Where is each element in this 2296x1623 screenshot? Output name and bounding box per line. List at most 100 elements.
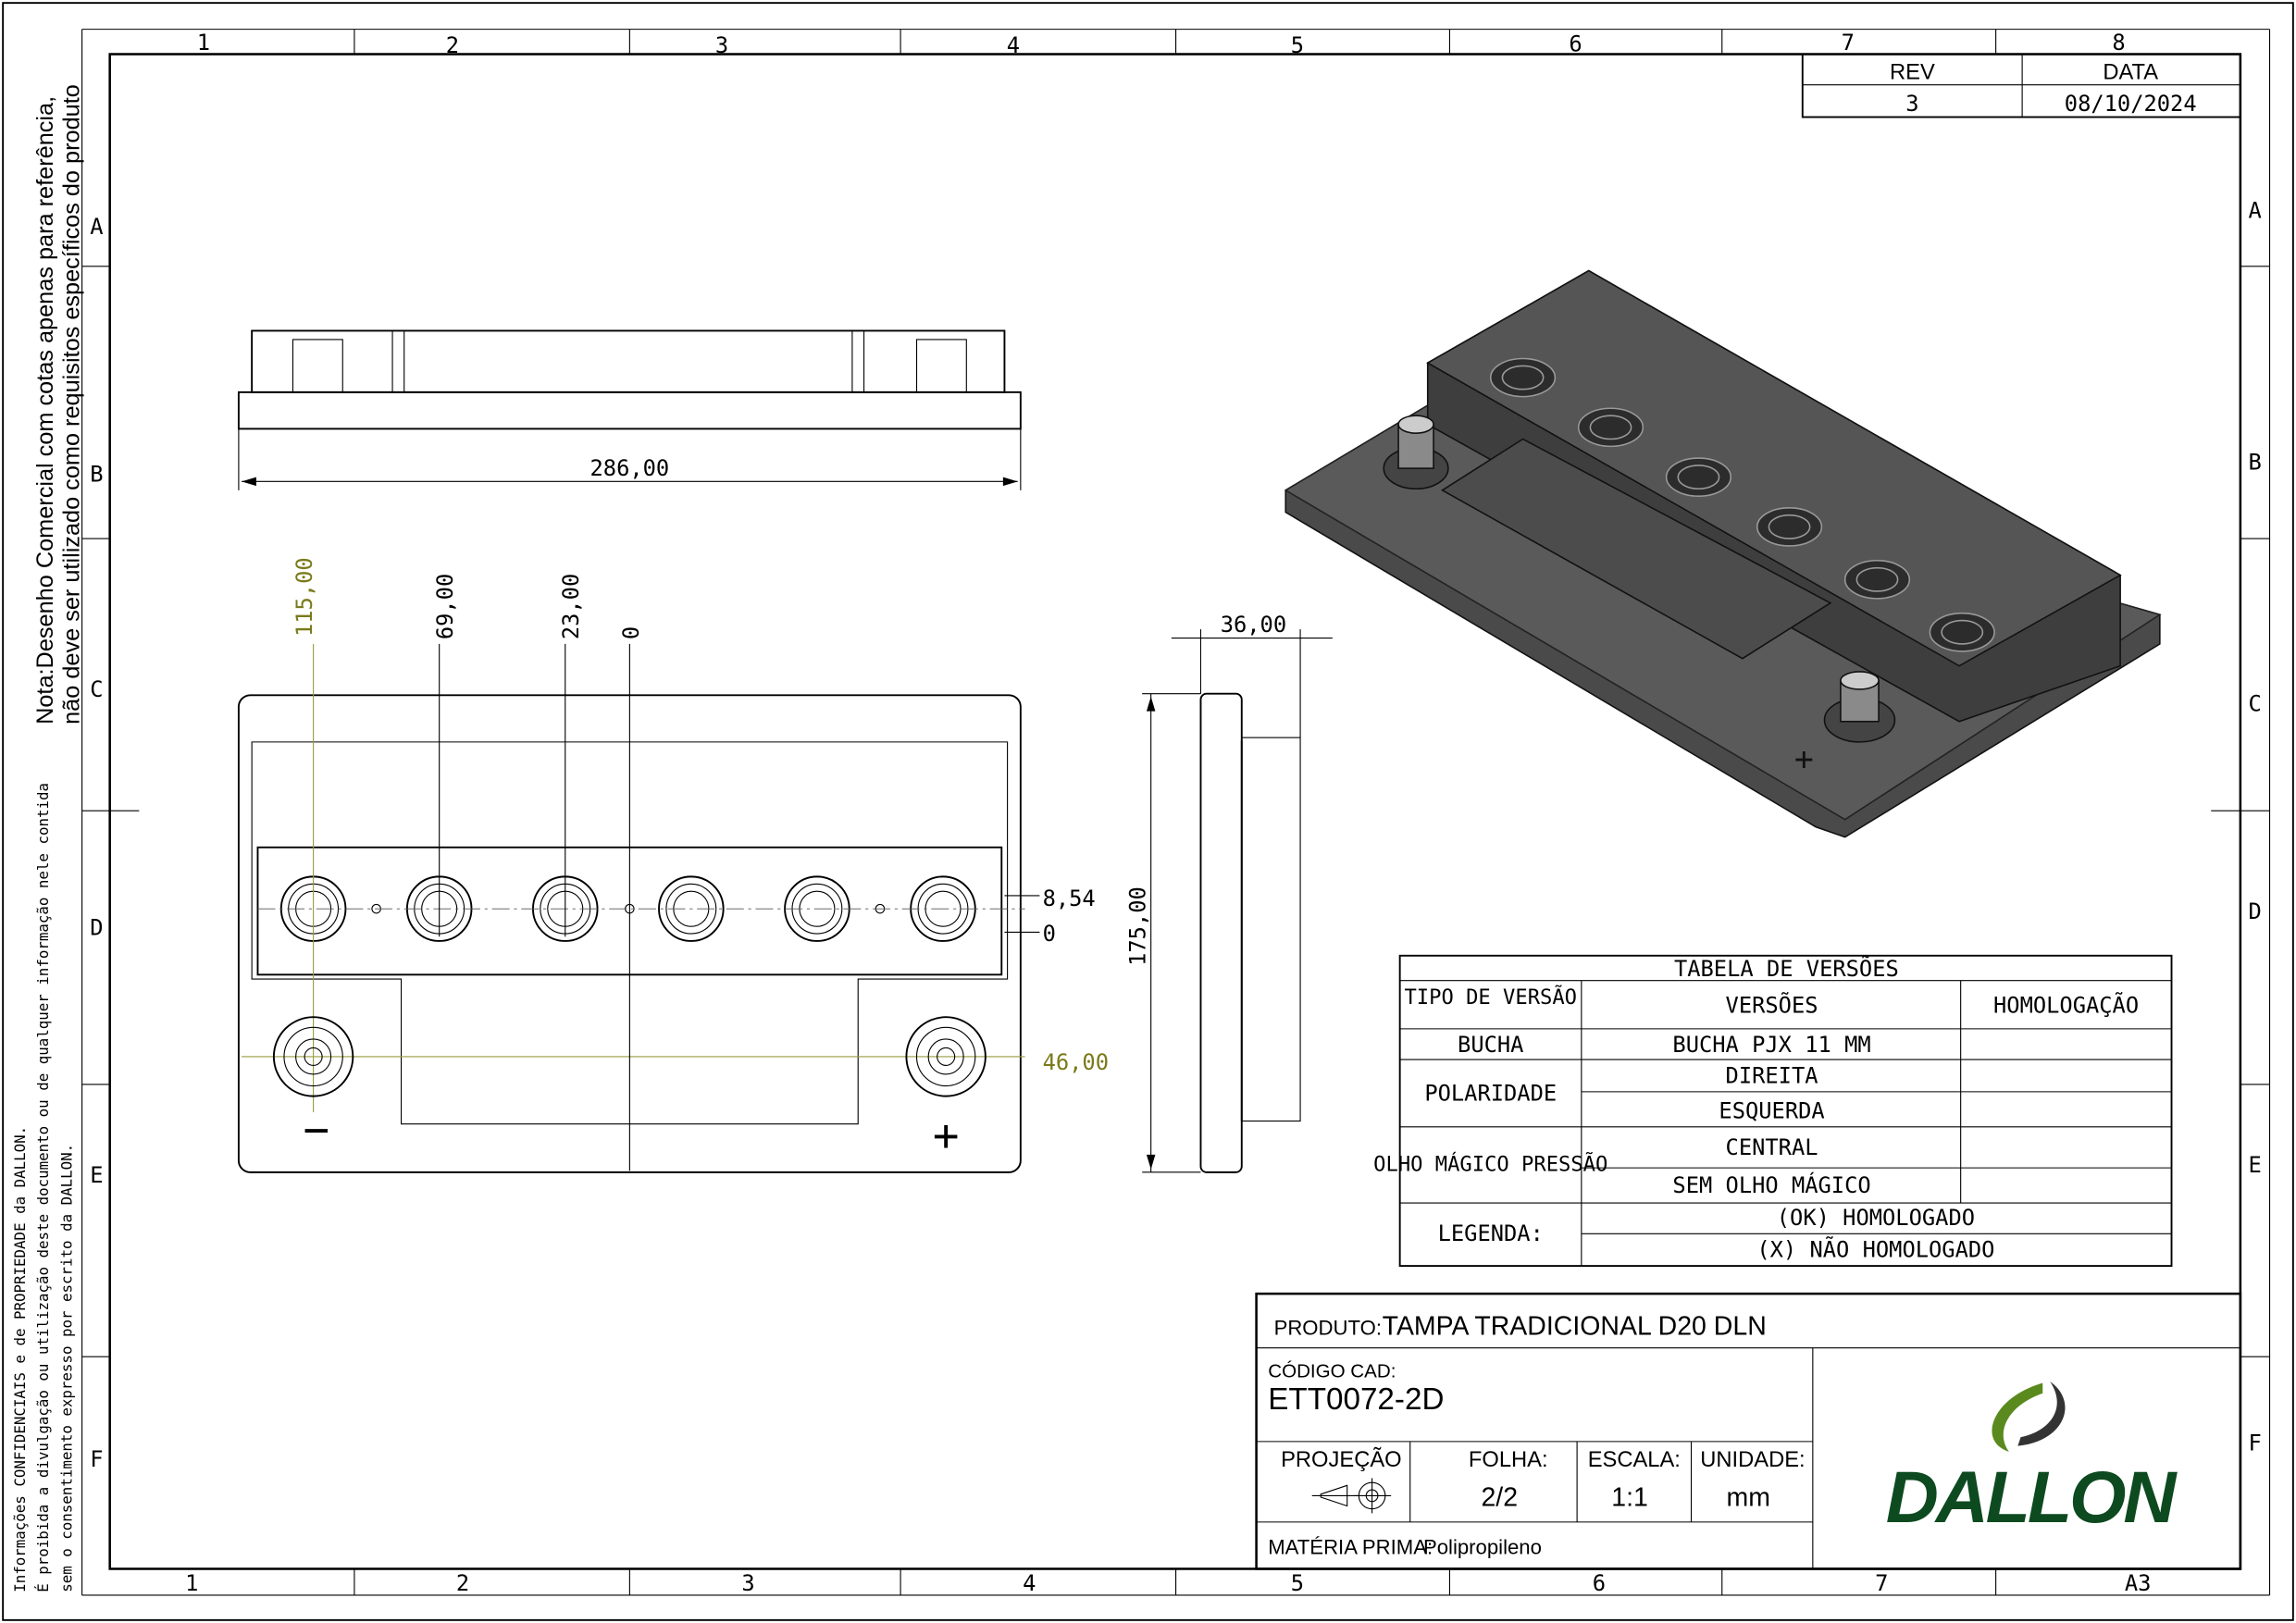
iso-vent-hole [1501, 365, 1545, 390]
side-note: Nota:Desenho Comercial com cotas apenas … [32, 84, 84, 725]
note-line-2: não deve ser utilizado como requisitos e… [58, 84, 84, 725]
version-central: CENTRAL [1726, 1134, 1818, 1160]
type-olho-magico: OLHO MÁGICO PRESSÃO [1373, 1150, 1607, 1176]
iso-positive-mark: + [1794, 741, 1814, 778]
header-versions: VERSÕES [1726, 991, 1818, 1018]
sheet-value: 2/2 [1481, 1482, 1518, 1512]
sheet-label: FOLHA: [1469, 1448, 1548, 1472]
zone-row-f-right: F [2249, 1430, 2262, 1456]
zone-labels: 1 2 3 4 5 6 7 8 1 2 3 4 5 6 7 A3 A B C D… [90, 30, 2262, 1596]
product-name: TAMPA TRADICIONAL D20 DLN [1383, 1311, 1767, 1341]
zone-col-7: 7 [1842, 30, 1855, 56]
material-label: MATÉRIA PRIMA: [1268, 1536, 1433, 1559]
confidential-line-3: sem o consentimento expresso por escrito… [58, 1144, 76, 1592]
zone-col-8: 8 [2112, 30, 2125, 56]
dim-y-0: 0 [1043, 921, 1056, 947]
side-view: 36,00 175,00 [1124, 612, 1333, 1173]
confidential-line-1: Informações CONFIDENCIAIS e de PROPRIEDA… [11, 1126, 29, 1592]
zone-dividers [81, 29, 2271, 1596]
note-line-1: Nota:Desenho Comercial com cotas apenas … [32, 96, 58, 725]
iso-terminal-negative [1383, 415, 1449, 490]
dim-x-115: 115,00 [292, 557, 317, 637]
legend-x: (X) NÃO HOMOLOGADO [1756, 1237, 1994, 1263]
type-legenda: LEGENDA: [1438, 1220, 1544, 1246]
zone-col-b2: 2 [456, 1570, 469, 1596]
title-block: PRODUTO: TAMPA TRADICIONAL D20 DLN CÓDIG… [1255, 1292, 2242, 1570]
unit-value: mm [1727, 1482, 1770, 1512]
zone-col-2: 2 [446, 32, 459, 58]
revision-table: REV DATA 3 08/10/2024 [1801, 53, 2241, 118]
version-esquerda: ESQUERDA [1719, 1097, 1824, 1123]
dim-y-46: 46,00 [1043, 1049, 1109, 1075]
zone-row-a: A [90, 214, 103, 240]
top-view: 286,00 [237, 329, 1022, 490]
code-label: CÓDIGO CAD: [1268, 1360, 1396, 1381]
zone-row-b: B [90, 461, 103, 487]
zone-col-b4: 4 [1023, 1570, 1036, 1596]
versions-table-title: TABELA DE VERSÕES [1674, 955, 1899, 982]
type-bucha: BUCHA [1458, 1032, 1523, 1058]
versions-table: TABELA DE VERSÕES TIPO DE VERSÃO VERSÕES… [1373, 954, 2173, 1268]
material-value: Polipropileno [1423, 1536, 1542, 1559]
dallon-logo: DALLON [1886, 1381, 2181, 1538]
zone-col-6: 6 [1569, 31, 1582, 56]
cell-vent-hole [665, 883, 717, 935]
zone-row-a-right: A [2249, 198, 2262, 224]
zone-col-b7: 7 [1875, 1570, 1888, 1596]
iso-vent-hole [1855, 566, 1899, 592]
zone-col-b6: 6 [1593, 1570, 1606, 1596]
date-value: 08/10/2024 [2065, 91, 2197, 117]
iso-vent-hole [1768, 514, 1811, 539]
positive-mark: + [933, 1110, 960, 1161]
first-angle-projection-icon [1311, 1478, 1392, 1514]
zone-col-b3: 3 [741, 1570, 754, 1596]
zone-row-e-right: E [2249, 1152, 2262, 1178]
legend-ok: (OK) HOMOLOGADO [1777, 1205, 1975, 1231]
svg-text:DALLON: DALLON [1886, 1456, 2178, 1538]
cell-vent-hole [658, 875, 725, 942]
zone-row-b-right: B [2249, 450, 2262, 476]
zone-col-4: 4 [1007, 32, 1020, 58]
zone-row-f: F [90, 1446, 103, 1472]
zone-col-3: 3 [715, 32, 728, 58]
zone-col-1: 1 [197, 30, 210, 56]
sheet-size: A3 [2125, 1570, 2152, 1596]
version-bucha-pjx: BUCHA PJX 11 MM [1672, 1032, 1870, 1058]
dim-x-23: 23,00 [558, 574, 584, 639]
scale-value: 1:1 [1611, 1482, 1648, 1512]
iso-terminal-positive [1823, 671, 1896, 743]
rev-value: 3 [1905, 91, 1918, 117]
zone-row-e: E [90, 1162, 103, 1188]
inner-frame [108, 53, 2242, 1570]
type-polaridade: POLARIDADE [1424, 1080, 1557, 1106]
confidential-line-2: É proibida a divulgação ou utilização de… [34, 783, 52, 1592]
date-label: DATA [2103, 60, 2158, 84]
terminal-negative [272, 1016, 354, 1097]
zone-col-b1: 1 [185, 1570, 198, 1596]
confidential-notice: Informações CONFIDENCIAIS e de PROPRIEDA… [11, 783, 76, 1592]
zone-row-c-right: C [2249, 691, 2262, 717]
iso-vent-hole [1941, 619, 1984, 645]
dim-x-69: 69,00 [432, 574, 458, 639]
unit-label: UNIDADE: [1700, 1448, 1805, 1472]
scale-label: ESCALA: [1588, 1448, 1681, 1472]
projection-label: PROJEÇÃO [1281, 1447, 1402, 1472]
product-label: PRODUTO: [1274, 1316, 1382, 1339]
code-value: ETT0072-2D [1268, 1382, 1444, 1417]
dim-depth: 36,00 [1221, 612, 1286, 638]
terminal-positive [905, 1016, 987, 1097]
dim-width: 286,00 [590, 455, 670, 481]
iso-vent-hole [1677, 465, 1720, 490]
isometric-view: + [1284, 269, 2162, 838]
dim-x-0: 0 [618, 626, 644, 639]
zone-row-d: D [90, 915, 103, 941]
negative-mark: − [303, 1105, 329, 1156]
zone-col-5: 5 [1291, 32, 1304, 58]
zone-row-c: C [90, 676, 103, 702]
zone-col-b5: 5 [1291, 1570, 1304, 1596]
header-type: TIPO DE VERSÃO [1404, 984, 1577, 1010]
zone-row-d-right: D [2249, 898, 2262, 924]
iso-vent-hole [1589, 415, 1632, 440]
